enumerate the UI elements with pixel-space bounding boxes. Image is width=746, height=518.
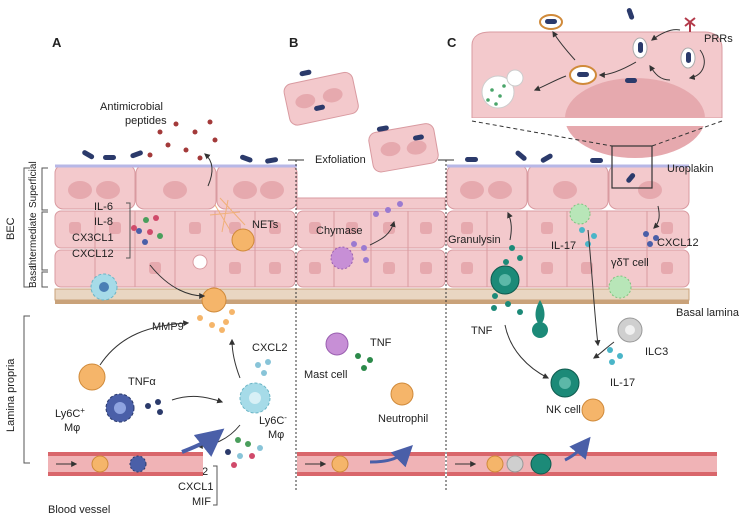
infected-cell-bacterium — [192, 254, 208, 270]
nets-structure — [209, 197, 246, 233]
ilc3-label: ILC3 — [645, 346, 668, 358]
tnfa-dots — [145, 399, 163, 415]
il17-c-label: IL-17 — [551, 240, 576, 252]
tnf-dots-b — [355, 353, 373, 371]
cx3cl1-label: CX3CL1 — [72, 232, 114, 244]
nets-label: NETs — [252, 219, 279, 231]
ly6c-pos-label: Ly6C+ — [55, 406, 85, 420]
chymase-label: Chymase — [316, 225, 362, 237]
mphi-pos-label: Mφ — [64, 422, 80, 434]
il17-dots-lower — [607, 347, 623, 365]
gdt-cell-label: γδT cell — [611, 257, 649, 269]
residual-superficial-b — [296, 197, 446, 210]
uroplakin-label: Uroplakin — [667, 163, 713, 175]
blood-vessel-b — [297, 445, 445, 476]
mast-cell — [325, 332, 349, 356]
tnfa-label: TNFα — [128, 376, 156, 388]
granulysin-dots — [491, 245, 523, 315]
inset-arrows — [533, 29, 705, 92]
tnf-b-label: TNF — [370, 337, 392, 349]
tnf-c-label: TNF — [471, 325, 493, 337]
panel-a-label: A — [52, 35, 62, 50]
prrs-label: PRRs — [704, 33, 733, 45]
mast-cell-degranulating — [330, 246, 354, 270]
cxcl12-c-label: CXCL12 — [657, 237, 699, 249]
zoom-box — [611, 145, 653, 189]
blood-vessel-a — [48, 428, 225, 476]
side-brackets — [23, 167, 48, 464]
mphi-neg-label: Mφ — [268, 429, 284, 441]
mast-cell-label: Mast cell — [304, 369, 347, 381]
granulysin-label: Granulysin — [448, 234, 501, 246]
lamina-propria-label: Lamina propria — [5, 358, 17, 432]
nk-cell-label: NK cell — [546, 404, 581, 416]
chemokine-dots-a — [225, 437, 263, 468]
antimicrobial-peptide-dots — [147, 119, 218, 161]
antimicrobial-label: Antimicrobial — [100, 101, 163, 113]
gdt-cell-basal — [608, 275, 632, 299]
cxcl1-label: CXCL1 — [178, 481, 213, 493]
bec-label: BEC — [5, 217, 17, 240]
mmp9-dots — [197, 309, 235, 333]
exfoliation-label: Exfoliation — [315, 154, 366, 166]
nets-neutrophil — [231, 228, 255, 252]
il17-c2-label: IL-17 — [610, 377, 635, 389]
inset-cell — [470, 8, 730, 158]
neutrophil-c — [581, 398, 605, 422]
panel-b-label: B — [289, 35, 298, 50]
intermediate-cell-dividers — [94, 211, 648, 287]
transmigrating-cell-c — [535, 300, 545, 325]
cxcl12-dots-c — [643, 231, 659, 247]
cxcl12-a-label: CXCL12 — [72, 248, 114, 260]
panel-c-label: C — [447, 35, 457, 50]
mif-label: MIF — [192, 496, 211, 508]
chymase-dots — [351, 201, 403, 263]
basal-label: Basal — [28, 263, 39, 288]
blood-vessel-label: Blood vessel — [48, 504, 110, 516]
ly6c-neg-label: Ly6C- — [259, 413, 287, 427]
intermediate-label: Intermediate — [28, 212, 39, 268]
intermediate-cells — [54, 210, 690, 288]
transmigrating-neutrophil — [201, 287, 227, 313]
gdt-cell-intermediate — [569, 203, 591, 225]
il8-label: IL-8 — [94, 216, 113, 228]
cxcl2-dots — [255, 359, 271, 376]
blood-vessel-c — [447, 436, 717, 476]
neutrophil-b — [390, 382, 414, 406]
superficial-cells — [54, 164, 690, 210]
basal-lamina-label: Basal lamina — [676, 307, 740, 319]
intermediate-nuclei — [69, 222, 673, 274]
basal-layer — [54, 288, 690, 304]
il6-label: IL-6 — [94, 201, 113, 213]
peptides-label: peptides — [125, 115, 167, 127]
exfoliated-cells — [283, 69, 439, 173]
cytokine-dots-a — [131, 215, 163, 245]
neutrophil-label: Neutrophil — [378, 413, 428, 425]
cxcl2-label: CXCL2 — [252, 342, 287, 354]
surface-bacteria — [82, 150, 636, 183]
ly6c-pos-neutrophil — [78, 363, 106, 391]
superficial-label: Superficial — [28, 161, 39, 208]
